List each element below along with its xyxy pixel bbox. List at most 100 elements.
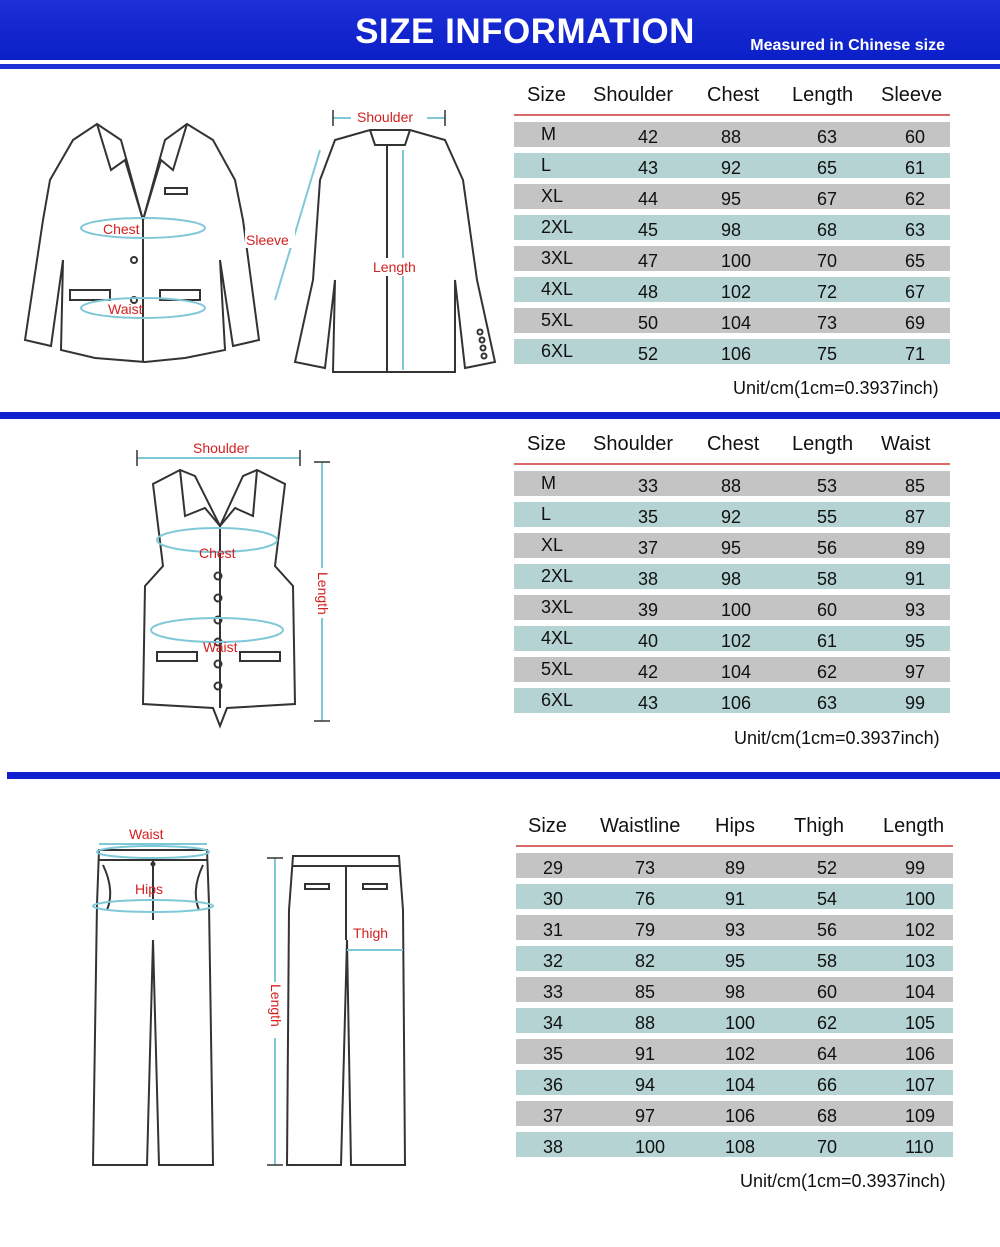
table-cell: 88: [721, 127, 742, 147]
table-cell: 85: [905, 476, 926, 496]
vest-chest-label: Chest: [199, 545, 236, 561]
vest-waist-label: Waist: [203, 639, 238, 655]
table-cell: 65: [817, 158, 838, 178]
table-cell: 2XL: [541, 566, 574, 586]
table-cell: 102: [905, 920, 936, 940]
table-cell: 36: [543, 1075, 564, 1095]
jacket-sleeve-label: Sleeve: [246, 232, 289, 248]
table-row: 5XL 42 104 62 97: [514, 657, 950, 682]
table-cell: 91: [725, 889, 746, 909]
table-cell: 97: [905, 662, 926, 682]
table-cell: 104: [721, 662, 752, 682]
table-cell: 65: [905, 251, 926, 271]
column-header: Length: [883, 815, 945, 837]
table-cell: 61: [905, 158, 926, 178]
section-divider: [7, 772, 1000, 779]
table-cell: 102: [721, 282, 752, 302]
table-cell: 47: [638, 251, 659, 271]
table-cell: 99: [905, 693, 926, 713]
table-cell: 95: [725, 951, 746, 971]
table-cell: 58: [817, 569, 838, 589]
pants-thigh-label: Thigh: [353, 925, 388, 941]
jacket-unit-note: Unit/cm(1cm=0.3937inch): [733, 378, 939, 398]
table-cell: 56: [817, 538, 838, 558]
table-cell: 53: [817, 476, 838, 496]
table-cell: 38: [638, 569, 659, 589]
table-cell: 89: [905, 538, 926, 558]
column-header: Waist: [881, 433, 931, 455]
table-cell: L: [541, 504, 552, 524]
table-cell: 60: [817, 982, 838, 1002]
table-cell: 42: [638, 662, 659, 682]
pants-length-label: Length: [268, 984, 284, 1027]
table-cell: 62: [817, 1013, 838, 1033]
table-cell: 98: [721, 220, 742, 240]
column-header: Size: [528, 815, 567, 837]
table-cell: 98: [725, 982, 746, 1002]
table-cell: 107: [905, 1075, 936, 1095]
table-cell: 88: [635, 1013, 656, 1033]
jacket-illustration: Chest Waist Shoulder Sleeve Length: [15, 100, 505, 390]
table-cell: 44: [638, 189, 659, 209]
table-cell: 62: [817, 662, 838, 682]
table-cell: 95: [905, 631, 926, 651]
table-cell: 91: [635, 1044, 656, 1064]
table-cell: 100: [721, 251, 752, 271]
table-cell: 62: [905, 189, 926, 209]
table-header: Size Shoulder Chest Length Sleeve: [514, 84, 950, 116]
table-cell: 63: [817, 693, 838, 713]
table-cell: M: [541, 124, 556, 144]
table-cell: 88: [721, 476, 742, 496]
table-cell: 98: [721, 569, 742, 589]
header-rule: [0, 64, 1000, 69]
table-cell: 37: [638, 538, 659, 558]
table-cell: 2XL: [541, 217, 574, 237]
table-cell: 33: [638, 476, 659, 496]
table-cell: 104: [725, 1075, 756, 1095]
table-cell: 106: [721, 344, 752, 364]
table-cell: 82: [635, 951, 656, 971]
table-cell: 68: [817, 1106, 838, 1126]
table-cell: 75: [817, 344, 838, 364]
table-cell: 102: [721, 631, 752, 651]
table-cell: 55: [817, 507, 838, 527]
column-header: Length: [792, 84, 854, 106]
table-cell: 45: [638, 220, 659, 240]
pants-hips-label: Hips: [135, 881, 163, 897]
table-cell: 70: [817, 251, 838, 271]
vest-shoulder-label: Shoulder: [193, 440, 249, 456]
table-cell: 69: [905, 313, 926, 333]
vest-illustration: Shoulder Chest Waist Length: [125, 436, 355, 736]
column-header: Chest: [707, 433, 760, 455]
table-cell: 43: [638, 158, 659, 178]
table-cell: 92: [721, 158, 742, 178]
header-banner: SIZE INFORMATION Measured in Chinese siz…: [0, 0, 1000, 60]
table-cell: 67: [817, 189, 838, 209]
table-cell: 39: [638, 600, 659, 620]
jacket-waist-label: Waist: [108, 301, 143, 317]
table-cell: 60: [817, 600, 838, 620]
column-header: Thigh: [794, 815, 845, 837]
table-cell: 103: [905, 951, 936, 971]
table-cell: 61: [817, 631, 838, 651]
table-cell: XL: [541, 186, 564, 206]
table-cell: 37: [543, 1106, 564, 1126]
table-header: Size Waistline Hips Thigh Length: [516, 815, 953, 847]
table-cell: 100: [635, 1137, 666, 1157]
table-cell: 5XL: [541, 659, 574, 679]
table-cell: 35: [543, 1044, 564, 1064]
table-cell: 48: [638, 282, 659, 302]
table-cell: 67: [905, 282, 926, 302]
